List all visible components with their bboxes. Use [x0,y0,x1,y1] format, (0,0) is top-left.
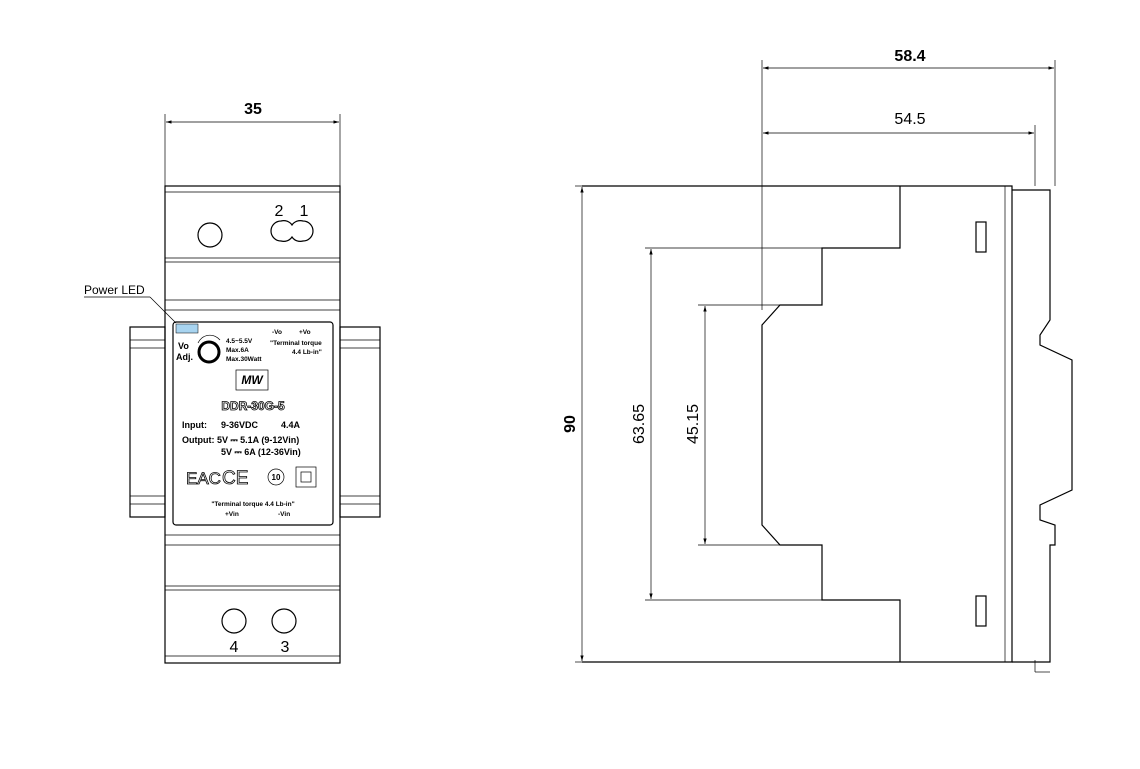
adj-spec: 4.5~5.5V [226,338,253,345]
adj-spec: Max.6A [226,347,249,354]
terminal-label: +Vo [299,329,311,336]
front-view: 35 2 1 4 3 Power LED [84,101,381,664]
dim-35: 35 [244,101,262,118]
terminal-label: -Vin [278,511,290,518]
dim-54-5: 54.5 [894,111,925,128]
label-panel: Vo Adj. 4.5~5.5V Max.6A Max.30Watt -Vo +… [172,321,334,526]
dim-58-4: 58.4 [894,48,925,65]
adj-spec: Max.30Watt [226,356,262,363]
eac-mark: EAC [186,469,221,488]
vo-text: Vo [178,341,189,351]
svg-text:MW: MW [241,373,264,387]
terminal-label: -Vo [272,329,282,336]
terminal-number: 2 [275,203,284,220]
din-clip-side [1012,189,1073,663]
terminal-number: 1 [300,203,309,220]
double-insulation-icon [295,466,317,488]
dim-63-65: 63.65 [631,404,648,444]
meanwell-logo: MW [235,369,269,391]
output-line: 5V ⎓ 6A (12-36Vin) [221,447,301,457]
terminal-number: 3 [281,639,290,656]
torque-text: "Terminal torque [270,340,322,347]
power-led-label: Power LED [84,283,145,297]
input-voltage: 9-36VDC [221,420,259,430]
power-led [175,323,199,334]
efficiency-icon [267,468,285,486]
side-view: 58.4 54.5 90 63.65 45.15 [562,48,1073,673]
dim-90: 90 [562,415,579,433]
side-outline [582,185,1013,663]
terminal-number: 4 [230,639,239,656]
adj-text: Adj. [176,352,193,362]
terminal-label: +Vin [225,511,239,518]
input-current: 4.4A [281,420,301,430]
terminal-hole [197,222,223,248]
dim-45-15: 45.15 [685,404,702,444]
terminal-hole-double [270,220,314,242]
front-body [164,185,341,664]
model-name: DDR-30G-5 [221,399,285,413]
efficiency-text: 10 [272,473,281,482]
input-label: Input: [182,420,207,430]
voltage-adjust-knob [197,340,221,364]
side-profile [761,186,901,662]
output-line: Output: 5V ⎓ 5.1A (9-12Vin) [182,435,299,445]
terminal-hole [221,608,247,634]
ce-mark: CE [222,468,248,489]
terminal-hole [271,608,297,634]
dimension-width: 35 [164,101,341,186]
torque-text: 4.4 Lb-in" [292,349,322,356]
torque-text: "Terminal torque 4.4 Lb-in" [211,501,294,508]
